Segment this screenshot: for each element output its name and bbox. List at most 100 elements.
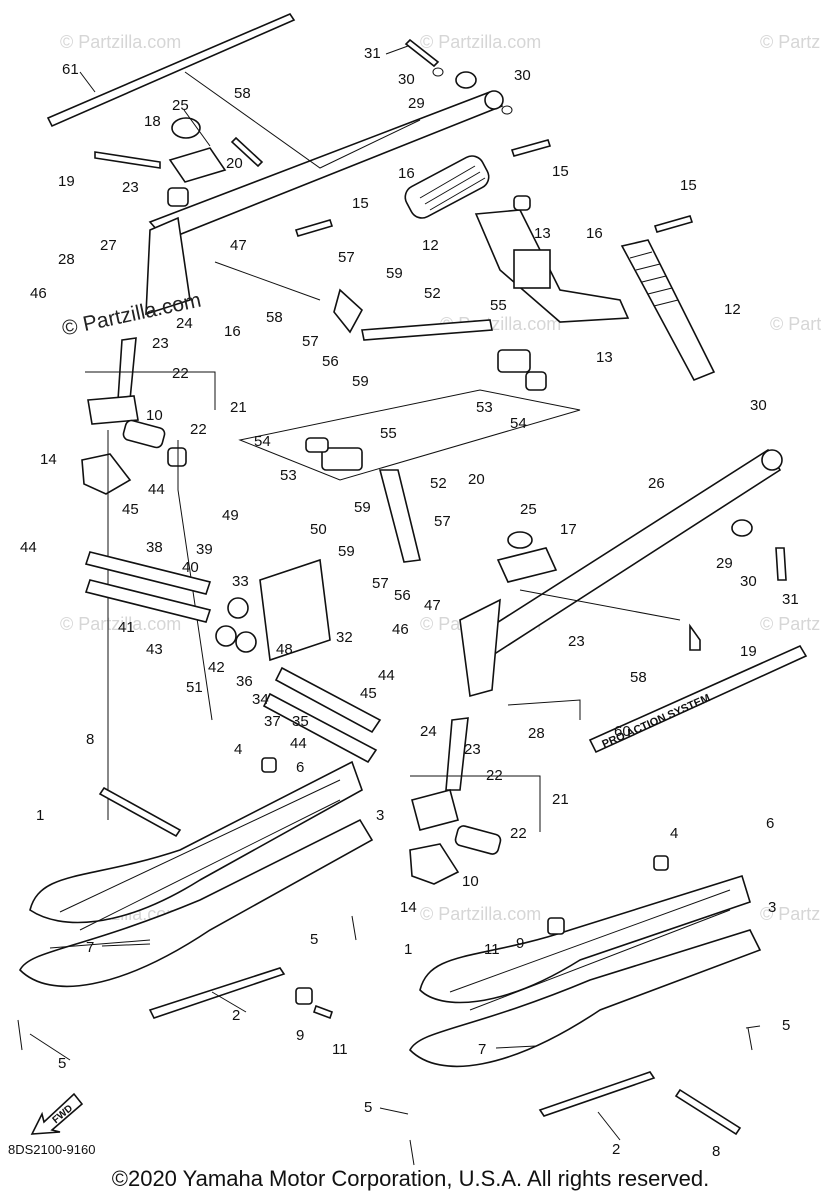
leader-line [29,1033,71,1061]
callout: 26 [648,475,665,492]
leader-line [379,1107,409,1115]
runner-2-right [538,1071,656,1117]
joint-33 [227,597,249,619]
column-23-lower [445,717,469,791]
leader-line [101,943,151,947]
link-52 [378,469,421,563]
callout: 60 [614,723,631,740]
bolt-19 [94,151,161,169]
ski-right-body [409,929,762,1068]
callout: 27 [100,237,117,254]
callout: 9 [516,935,524,952]
leader-line [211,991,247,1013]
callout: 59 [352,373,369,390]
callout: 56 [394,587,411,604]
plate-53-mid [321,447,363,471]
callout: 42 [208,659,225,676]
callout: 12 [724,301,741,318]
callout: 56 [322,353,339,370]
bushing-22 [167,447,187,467]
callout: 50 [310,521,327,538]
callout: 43 [146,641,163,658]
callout: 30 [398,71,415,88]
leader-line [184,71,421,169]
callout: 31 [782,591,799,608]
ski-rail [449,889,731,1011]
link-rod-52 [361,319,493,341]
callout: 44 [20,539,37,556]
leader-line [177,440,213,721]
bracket-line [478,775,541,832]
drawing-code: 8DS2100-9160 [8,1142,96,1157]
nut-9-left [295,987,313,1005]
callout: 53 [280,467,297,484]
shock-spring [629,251,679,307]
callout: 22 [190,421,207,438]
callout: 54 [254,433,271,450]
right-ski [409,855,762,1166]
ski-right-frame [419,874,751,1004]
callout: 58 [266,309,283,326]
callout: 5 [364,1099,372,1116]
callout: 49 [222,507,239,524]
callout: 3 [768,899,776,916]
callout: 8 [86,731,94,748]
leader-line [385,45,409,55]
watermark: © Partzilla.com [770,314,821,334]
leader-lines [29,45,761,1141]
leader-line [79,71,96,93]
watermark: © Partzilla.com [420,32,541,52]
callout: 2 [612,1141,620,1158]
pin-11-left [312,1004,334,1020]
rod-38 [84,551,212,595]
callout: 55 [380,425,397,442]
callout: 32 [336,629,353,646]
callout: 10 [462,873,479,890]
link-56 [333,288,364,334]
bushing-23 [167,187,189,207]
callout: 12 [422,237,439,254]
callout: 37 [264,713,281,730]
nut-9-right [547,917,565,935]
spindle-27 [145,216,191,316]
callout: 18 [144,113,161,130]
callout: 61 [62,61,79,78]
callout: 23 [122,179,139,196]
shock-absorber [404,155,490,219]
collar-10 [122,419,166,449]
callout: 52 [430,475,447,492]
callout: 59 [354,499,371,516]
banner-label: PRO ACTION SYSTEM [600,692,712,751]
callout: 1 [36,807,44,824]
joint-42 [215,625,237,647]
callout: 11 [484,941,500,958]
callout: 25 [520,501,537,518]
plate-53 [497,349,531,373]
leader-line [597,1111,621,1141]
arm-21 [87,395,139,425]
relay-block [513,249,551,289]
callout-labels: 61 31 30 29 30 58 25 18 19 20 23 16 15 1… [20,45,799,1160]
bracket-line [85,371,216,410]
callout: 39 [196,541,213,558]
callout: 11 [332,1041,348,1058]
left-ski [17,757,374,1051]
callout: 20 [468,471,485,488]
callout: 21 [552,791,569,808]
column-23 [117,337,137,401]
callout: 4 [234,741,242,758]
callout: 5 [782,1017,790,1034]
callout: 36 [236,673,253,690]
relay-lever [474,209,630,323]
arm-bushing [484,90,504,110]
bolt-31 [404,38,440,68]
callout: 28 [528,725,545,742]
callout: 44 [378,667,395,684]
bolt-15 [510,139,552,157]
callout: 45 [122,501,139,518]
callout: 46 [392,621,409,638]
callout: 9 [296,1027,304,1044]
bracket-18 [168,147,227,183]
callout: 47 [424,597,441,614]
fwd-arrow-icon: FWD [30,1092,84,1135]
